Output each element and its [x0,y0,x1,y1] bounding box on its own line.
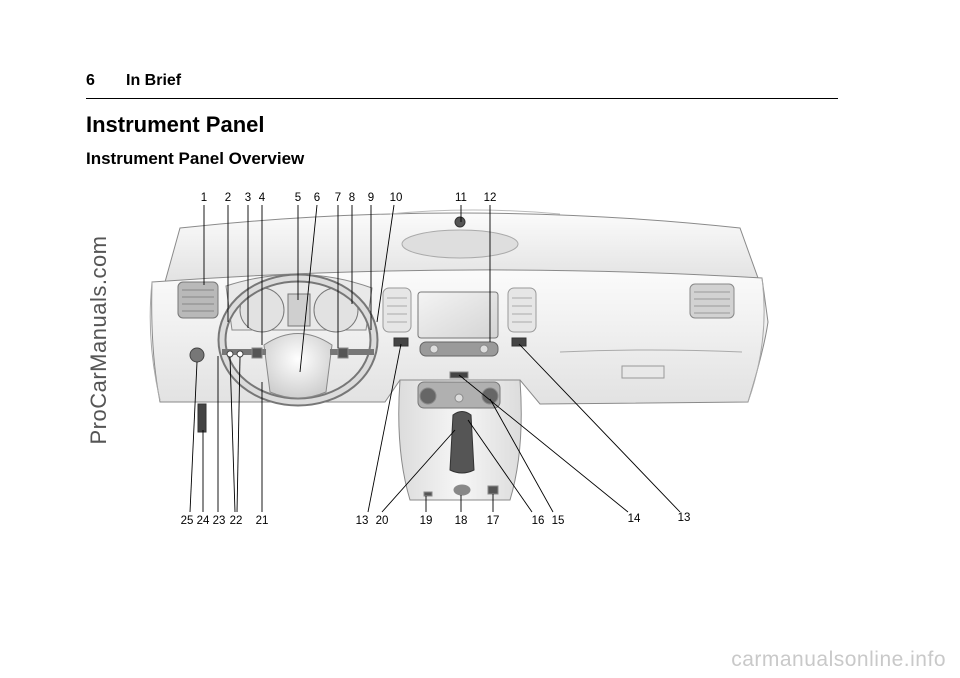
callout-bottom: 25 [181,515,194,527]
callout-top: 5 [295,192,301,204]
callout-bottom: 21 [256,515,269,527]
callouts-top: 1 2 3 4 5 6 7 8 9 10 11 12 [201,192,497,204]
callout-bottom: 20 [376,515,389,527]
section-title: Instrument Panel [86,112,265,137]
callout-bottom: 18 [455,515,468,527]
callout-top: 12 [484,192,497,204]
callout-top: 11 [455,192,467,204]
page-header: 6 In Brief [86,72,838,99]
callout-bottom: 23 [213,515,226,527]
callout-bottom: 22 [230,515,243,527]
callout-top: 10 [390,192,403,204]
callout-top: 3 [245,192,251,204]
callout-top: 4 [259,192,266,204]
callout-bottom: 14 [628,513,641,525]
callout-top: 8 [349,192,355,204]
callout-bottom: 16 [532,515,545,527]
callout-bottom: 17 [487,515,500,527]
callout-top: 2 [225,192,231,204]
callout-bottom: 13 [678,512,691,524]
callout-bottom: 19 [420,515,433,527]
dashboard-drawing [149,209,769,501]
callout-top: 7 [335,192,341,204]
callout-top: 9 [368,192,374,204]
callout-bottom: 15 [552,515,565,527]
callout-top: 1 [201,192,207,204]
callout-top: 6 [314,192,320,204]
running-head: In Brief [126,72,182,89]
page-number: 6 [86,72,95,89]
callout-bottom: 24 [197,515,210,527]
callout-leader-lines [189,204,681,513]
bottom-watermark: carmanualsonline.info [731,648,946,671]
callouts-bottom: 25 24 23 22 21 13 20 19 18 17 16 15 14 1… [181,512,691,527]
subsection-title: Instrument Panel Overview [86,149,305,168]
callout-bottom: 13 [356,515,369,527]
